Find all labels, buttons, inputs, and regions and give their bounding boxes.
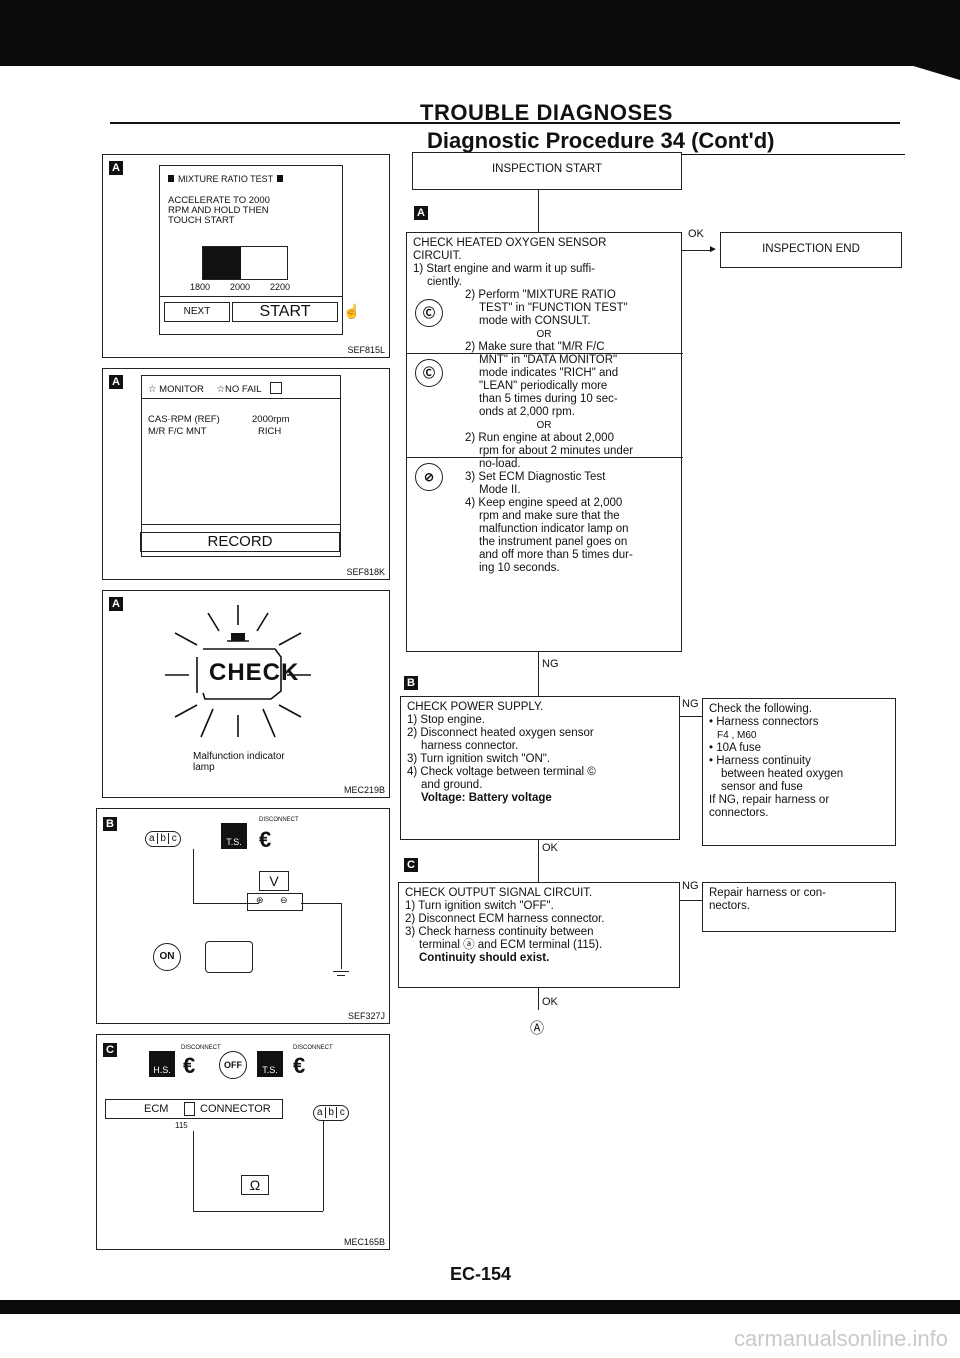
monitor-row-mr: M/R F/C MNT RICH (148, 426, 282, 437)
step-tag: B (404, 676, 418, 690)
panel-mixture-ratio: A MIXTURE RATIO TEST ACCELERATE TO 2000 … (102, 154, 390, 358)
no-tools-icon: ⊘ (415, 463, 443, 491)
disconnect-connector-icon: € (259, 827, 272, 852)
voltmeter-icon: V (259, 871, 289, 891)
inspection-start-box: INSPECTION START (412, 152, 682, 190)
ecm-pin-number: 115 (175, 1121, 188, 1130)
check-engine-lamp-icon (165, 605, 311, 738)
watermark: carmanualsonline.info (733, 1326, 948, 1351)
page-number: EC-154 (450, 1264, 512, 1284)
panel-tag: A (109, 597, 123, 611)
ratio-bar (202, 246, 288, 280)
hand-pointer-icon: ☝ (343, 303, 361, 319)
step-tag: C (404, 858, 418, 872)
next-page-ref: Ⓐ (530, 1020, 544, 1036)
panel-voltage-check: B a b c T.S. DISCONNECT € V ⊕⊖ ON SEF327… (96, 808, 390, 1024)
engine-icon (205, 941, 253, 973)
panel-continuity-check: C H.S. DISCONNECT € OFF T.S. DISCONNECT … (96, 1034, 390, 1250)
ecm-connector: ECM CONNECTOR (105, 1099, 283, 1119)
start-button[interactable]: START (232, 302, 338, 322)
ignition-on-icon: ON (153, 943, 181, 971)
figure-code: SEF818K (346, 567, 385, 577)
procedure-title: Diagnostic Procedure 34 (Cont'd) (427, 128, 775, 153)
monitor-header: ☆ MONITOR ☆NO FAIL (148, 382, 282, 395)
disconnect-connector-icon: € (293, 1053, 306, 1078)
consult-screen: MIXTURE RATIO TEST ACCELERATE TO 2000 RP… (159, 165, 343, 335)
check-text: CHECK (209, 659, 300, 686)
panel-tag: C (103, 1043, 117, 1057)
top-bar-tail (900, 62, 960, 80)
consult-icon: Ⓒ (415, 359, 443, 387)
connector-abc: a b c (145, 831, 181, 847)
panel-tag: A (109, 375, 123, 389)
step-check-power-supply: CHECK POWER SUPPLY. 1) Stop engine. 2) D… (400, 696, 680, 840)
figure-code: SEF327J (347, 1011, 385, 1021)
ok-label: OK (542, 996, 558, 1008)
page-title: TROUBLE DIAGNOSES (420, 100, 673, 125)
figure-code: SEF815L (347, 345, 385, 355)
bottom-black-bar (0, 1300, 960, 1314)
panel-tag: B (103, 817, 117, 831)
repair-harness-box: Repair harness or con- nectors. (702, 882, 896, 932)
checkbox-icon (269, 382, 282, 394)
ok-label: OK (542, 842, 558, 854)
screen-title: MIXTURE RATIO TEST (178, 174, 274, 184)
monitor-screen: ☆ MONITOR ☆NO FAIL CAS·RPM (REF) 2000rpm… (140, 375, 341, 557)
screen-instructions: ACCELERATE TO 2000 RPM AND HOLD THEN TOU… (168, 195, 270, 226)
ng-label: NG (682, 880, 699, 892)
check-following-box: Check the following. • Harness connector… (702, 698, 896, 846)
panel-data-monitor: A ☆ MONITOR ☆NO FAIL CAS·RPM (REF) 2000r… (102, 368, 390, 580)
step-check-output-signal: CHECK OUTPUT SIGNAL CIRCUIT. 1) Turn ign… (398, 882, 680, 988)
meter-terminals: ⊕⊖ (247, 893, 303, 911)
step-tag: A (414, 206, 428, 220)
ng-label: NG (542, 658, 559, 670)
monitor-row-rpm: CAS·RPM (REF) 2000rpm (148, 414, 290, 425)
connector-abc: a b c (313, 1105, 349, 1121)
ok-label: OK (688, 228, 704, 240)
figure-code: MEC219B (343, 785, 385, 795)
step-check-heated-o2-sensor: CHECK HEATED OXYGEN SENSOR CIRCUIT. 1) S… (406, 232, 683, 652)
hs-icon: H.S. (149, 1051, 175, 1077)
arrow-icon: ► (708, 244, 718, 255)
mil-caption: Malfunction indicator lamp (193, 751, 285, 773)
star-icon: ☆ (148, 384, 157, 395)
disconnect-label: DISCONNECT (181, 1045, 221, 1051)
inspection-end-box: INSPECTION END (720, 232, 902, 268)
disconnect-connector-icon: € (183, 1053, 196, 1078)
consult-icon: Ⓒ (415, 299, 443, 327)
disconnect-label: DISCONNECT (293, 1045, 333, 1051)
panel-tag: A (109, 161, 123, 175)
next-button[interactable]: NEXT (164, 302, 230, 322)
record-button[interactable]: RECORD (140, 532, 340, 552)
disconnect-label: DISCONNECT (259, 817, 299, 823)
panel-mil-lamp: A CHECK Malfunction indicator lamp MEC21… (102, 590, 390, 798)
star-icon: ☆ (216, 384, 226, 395)
figure-code: MEC165B (343, 1237, 385, 1247)
ohmmeter-icon: Ω (241, 1175, 269, 1195)
screen-title-row: MIXTURE RATIO TEST (168, 174, 284, 185)
ignition-off-icon: OFF (219, 1051, 247, 1079)
ts-icon: T.S. (257, 1051, 283, 1077)
ng-label: NG (682, 698, 699, 710)
ts-icon: T.S. (221, 823, 247, 849)
title-rule (110, 122, 900, 124)
top-black-bar (0, 0, 960, 66)
